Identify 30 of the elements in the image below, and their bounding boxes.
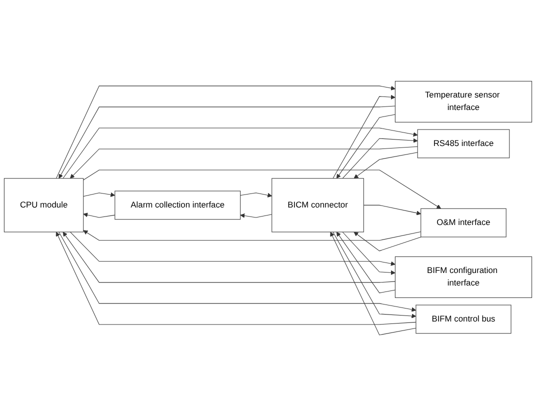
arrow — [62, 128, 418, 180]
arrow — [56, 86, 396, 180]
arrow — [354, 152, 418, 180]
arrow — [240, 214, 272, 218]
node-box: BIFM control bus — [416, 305, 512, 334]
arrow — [58, 106, 396, 180]
node-box: RS485 interface — [417, 130, 510, 159]
node-box: Temperature sensor interface — [394, 81, 532, 123]
arrow — [240, 192, 272, 198]
node-box: Alarm collection interface — [114, 191, 241, 220]
arrow — [336, 232, 396, 294]
arrow — [70, 232, 396, 266]
node-box: BIFM configuration interface — [394, 256, 532, 298]
arrow — [70, 146, 418, 180]
arrow — [342, 232, 396, 276]
arrow — [354, 232, 422, 252]
arrow — [336, 114, 396, 180]
node-box: BICM connector — [272, 178, 364, 233]
arrow — [342, 138, 418, 180]
arrow — [330, 232, 416, 336]
arrow — [363, 205, 422, 216]
arrow — [83, 170, 442, 210]
arrow — [332, 95, 396, 180]
arrow — [83, 213, 116, 218]
arrow — [62, 232, 396, 284]
arrow — [332, 232, 416, 319]
arrow — [83, 230, 422, 242]
node-box: O&M interface — [420, 208, 506, 238]
node-box: CPU module — [4, 178, 84, 233]
arrow — [83, 192, 116, 198]
